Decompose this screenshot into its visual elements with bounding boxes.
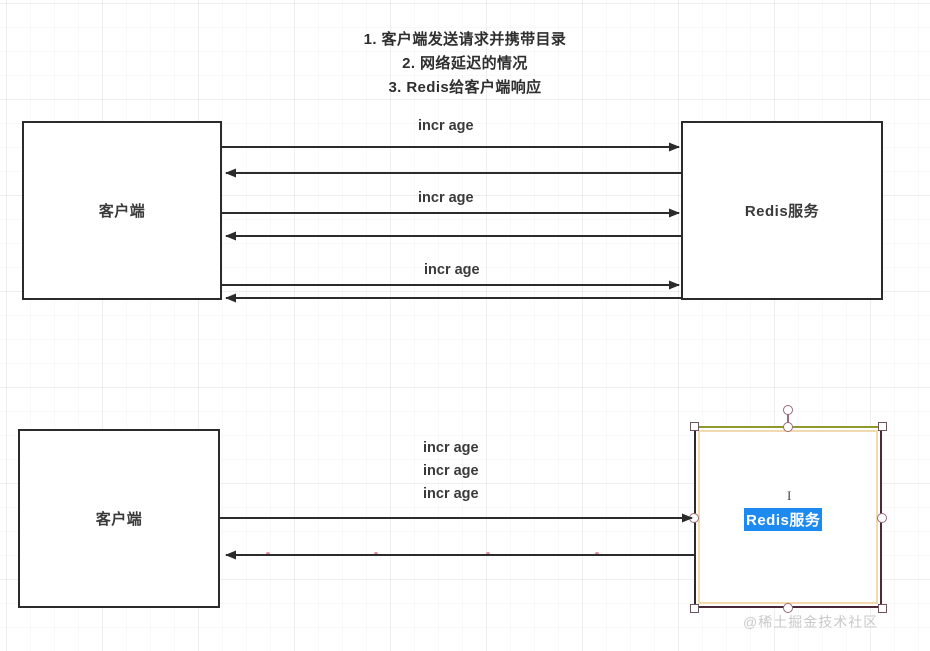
rotate-handle[interactable] (783, 405, 793, 415)
top-client-box[interactable]: 客户端 (22, 121, 222, 300)
resize-handle-s[interactable] (783, 603, 793, 613)
top-edge-label-2: incr age (418, 190, 474, 206)
resize-handle-e[interactable] (877, 513, 887, 523)
watermark: @稀土掘金技术社区 (743, 614, 879, 630)
title-line-2: 2. 网络延迟的情况 (402, 55, 528, 72)
rotation-handle-stem (787, 411, 789, 427)
text-cursor-icon (787, 489, 791, 502)
resize-handle-se[interactable] (877, 603, 887, 613)
connector-waypoint[interactable] (486, 552, 490, 556)
top-redis-label: Redis服务 (744, 203, 820, 220)
resize-handle-ne[interactable] (877, 421, 887, 431)
bottom-edge-label-1: incr age (423, 440, 479, 456)
connector-waypoint[interactable] (595, 552, 599, 556)
diagram-title: 1. 客户端发送请求并携带目录 2. 网络延迟的情况 3. Redis给客户端响… (0, 28, 930, 100)
bottom-client-box[interactable]: 客户端 (18, 429, 220, 608)
title-line-1: 1. 客户端发送请求并携带目录 (363, 31, 567, 48)
top-client-label: 客户端 (98, 203, 146, 220)
bottom-client-label: 客户端 (95, 511, 143, 528)
resize-handle-w[interactable] (689, 513, 699, 523)
resize-handle-sw[interactable] (689, 603, 699, 613)
bottom-edge-label-2: incr age (423, 463, 479, 479)
connector-waypoint[interactable] (266, 552, 270, 556)
resize-handle-n[interactable] (783, 422, 793, 432)
bottom-redis-label[interactable]: Redis服务 (744, 508, 823, 531)
top-redis-box[interactable]: Redis服务 (681, 121, 883, 300)
top-edge-label-3: incr age (424, 262, 480, 278)
top-edge-label-1: incr age (418, 118, 474, 134)
resize-handle-nw[interactable] (689, 421, 699, 431)
title-line-3: 3. Redis给客户端响应 (388, 79, 542, 96)
bottom-edge-label-3: incr age (423, 486, 479, 502)
connector-waypoint[interactable] (374, 552, 378, 556)
